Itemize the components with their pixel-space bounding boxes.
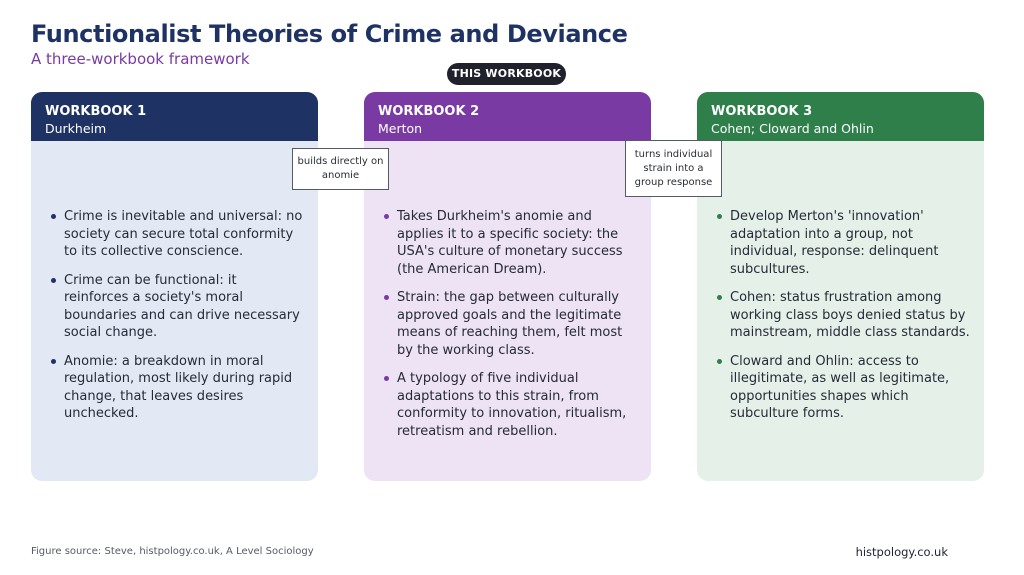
bullet-text: Cohen: status frustration among working …: [730, 290, 970, 340]
connector-text: turns individual strain into a group res…: [634, 148, 713, 188]
workbook-1-card: WORKBOOK 1 Durkheim Crime is inevitable …: [31, 92, 318, 481]
workbook-1-theorist: Durkheim: [45, 121, 107, 136]
bullet-point: Cohen: status frustration among working …: [717, 289, 970, 342]
bullet-text: Develop Merton's 'innovation' adaptation…: [730, 209, 939, 277]
page-subtitle: A three-workbook framework: [31, 50, 250, 68]
bullet-text: Takes Durkheim's anomie and applies it t…: [397, 209, 623, 277]
bullet-text: Crime is inevitable and universal: no so…: [64, 209, 303, 259]
bullet-point: Crime is inevitable and universal: no so…: [51, 208, 304, 261]
figure-source: Figure source: Steve, histpology.co.uk, …: [31, 546, 314, 557]
bullet-point: Takes Durkheim's anomie and applies it t…: [384, 208, 637, 278]
bullet-dot-icon: [717, 295, 722, 300]
page-title: Functionalist Theories of Crime and Devi…: [31, 20, 628, 48]
bullet-dot-icon: [51, 358, 56, 364]
bullet-point: Crime can be functional: it reinforces a…: [51, 272, 304, 342]
workbook-3-header: WORKBOOK 3 Cohen; Cloward and Ohlin: [697, 92, 984, 141]
bullet-point: Strain: the gap between culturally appro…: [384, 289, 637, 359]
bullet-dot-icon: [384, 376, 389, 381]
bullet-text: Strain: the gap between culturally appro…: [397, 290, 623, 358]
workbook-3-theorist: Cohen; Cloward and Ohlin: [711, 121, 874, 136]
workbook-3-card: WORKBOOK 3 Cohen; Cloward and Ohlin Deve…: [697, 92, 984, 481]
bullet-text: A typology of five individual adaptation…: [397, 371, 627, 439]
bullet-point: Develop Merton's 'innovation' adaptation…: [717, 208, 970, 278]
bullet-dot-icon: [717, 214, 722, 219]
workbook-2-points: Takes Durkheim's anomie and applies it t…: [384, 208, 637, 451]
bullet-dot-icon: [384, 214, 389, 219]
workbook-3-points: Develop Merton's 'innovation' adaptation…: [717, 208, 970, 434]
bullet-point: Cloward and Ohlin: access to illegitimat…: [717, 353, 970, 423]
bullet-dot-icon: [717, 358, 722, 364]
workbook-3-label: WORKBOOK 3: [711, 104, 813, 119]
connector-text: builds directly on anomie: [297, 156, 384, 181]
workbook-2-theorist: Merton: [378, 121, 423, 136]
bullet-point: Anomie: a breakdown in moral regulation,…: [51, 353, 304, 423]
workbook-1-label: WORKBOOK 1: [45, 104, 147, 119]
connector-label-2-to-3: turns individual strain into a group res…: [625, 140, 722, 197]
workbook-2-header: WORKBOOK 2 Merton: [364, 92, 651, 141]
workbook-2-card: WORKBOOK 2 Merton Takes Durkheim's anomi…: [364, 92, 651, 481]
bullet-dot-icon: [51, 277, 56, 283]
bullet-text: Crime can be functional: it reinforces a…: [64, 272, 300, 341]
brand-text: histpology.co.uk: [855, 545, 948, 559]
bullet-text: Anomie: a breakdown in moral regulation,…: [64, 353, 293, 422]
connector-label-1-to-2: builds directly on anomie: [292, 148, 389, 190]
this-workbook-badge: THIS WORKBOOK: [447, 63, 566, 85]
bullet-point: A typology of five individual adaptation…: [384, 370, 637, 440]
bullet-dot-icon: [384, 295, 389, 300]
bullet-text: Cloward and Ohlin: access to illegitimat…: [730, 353, 950, 422]
workbook-1-points: Crime is inevitable and universal: no so…: [51, 208, 304, 434]
workbook-2-label: WORKBOOK 2: [378, 104, 480, 119]
bullet-dot-icon: [51, 214, 56, 219]
workbook-1-header: WORKBOOK 1 Durkheim: [31, 92, 318, 141]
